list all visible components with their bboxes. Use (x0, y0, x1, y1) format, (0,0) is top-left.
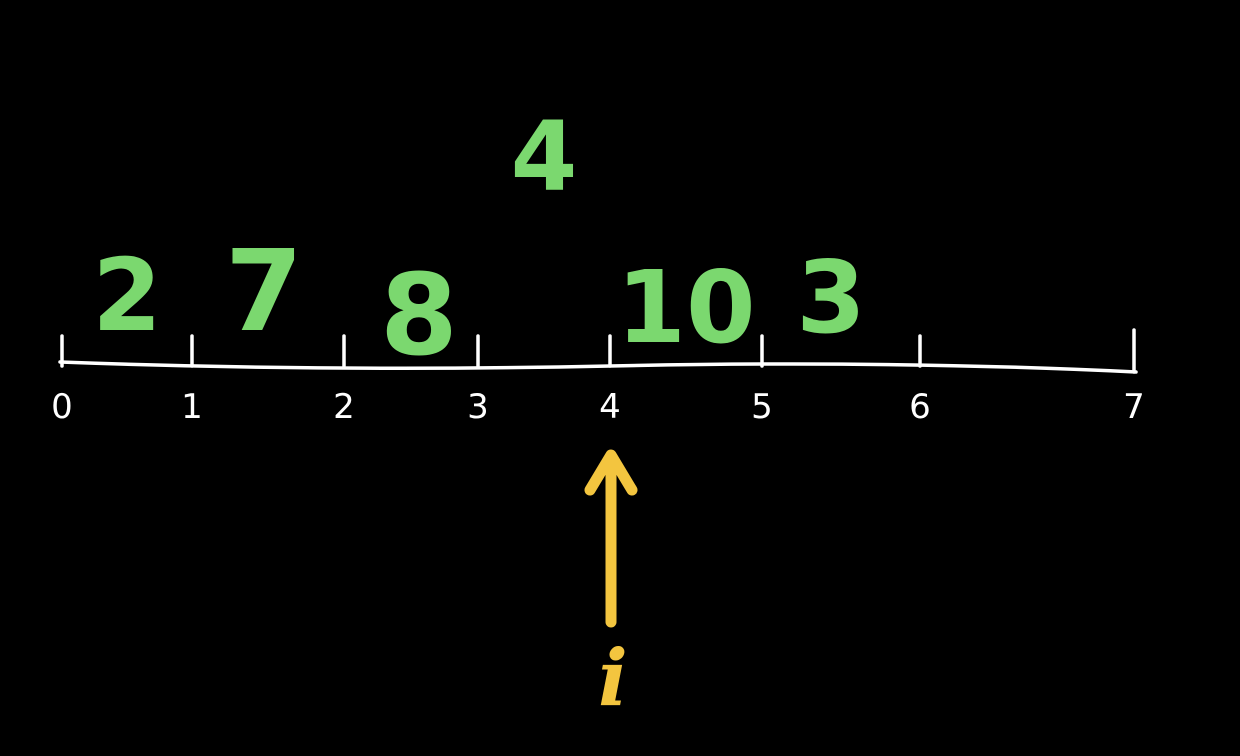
tick-label-1: 1 (181, 387, 203, 427)
number-line-axis (58, 360, 1138, 374)
tick-label-7: 7 (1123, 387, 1145, 427)
number-line-ticks (60, 328, 1136, 374)
tick-label-6: 6 (909, 387, 931, 427)
tick-label-2: 2 (333, 387, 355, 427)
tick-label-4: 4 (599, 387, 621, 427)
up-arrow-icon (584, 449, 638, 628)
array-value: 3 (796, 239, 866, 356)
pointer-arrow-head (584, 449, 638, 496)
number-line (58, 360, 1138, 374)
tick-label-5: 5 (751, 387, 773, 427)
tick-labels: 0 1 2 3 4 5 6 7 (51, 387, 1145, 427)
tick-label-0: 0 (51, 387, 73, 427)
array-value: 2 (92, 237, 162, 354)
pointer: i (584, 449, 638, 724)
array-value: 8 (380, 251, 458, 381)
pointer-label: i (598, 633, 628, 724)
array-value: 7 (225, 227, 303, 357)
array-value: 10 (616, 249, 755, 366)
tick-label-3: 3 (467, 387, 489, 427)
array-value-lifted: 4 (511, 101, 578, 213)
